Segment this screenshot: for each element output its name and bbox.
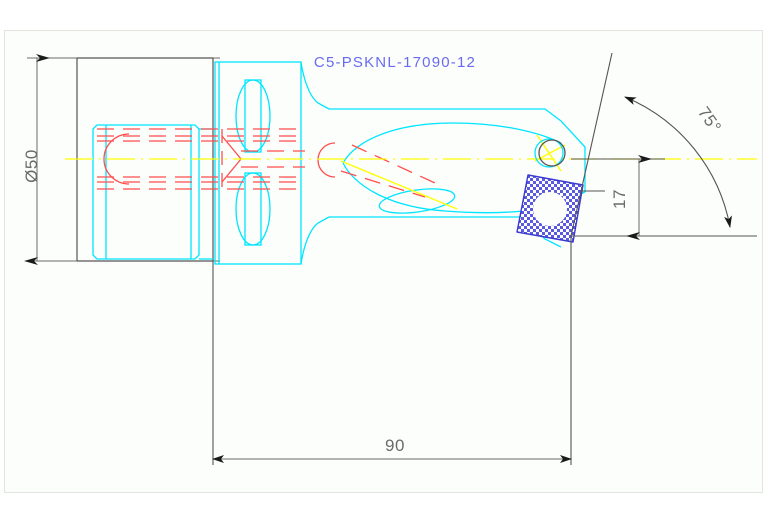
capto-shank [92,124,213,260]
technical-drawing-canvas: Ø50 [22,52,757,465]
projection-lines [212,158,757,465]
dimension-length-90: 90 [212,436,572,463]
dimension-label-angle-75: 75° [694,103,725,136]
axis-centerline [65,134,757,229]
tool-head [329,108,586,248]
dimension-label-height-17: 17 [610,189,629,209]
part-number-label: C5-PSKNL-17090-12 [314,54,476,71]
dimension-label-length-90: 90 [385,436,405,455]
dimension-angle-75 [570,52,732,237]
drawing-frame: Ø50 [4,30,763,493]
clamp-screw-hole [534,138,566,168]
coupling-flange [214,61,330,265]
cutting-insert [516,174,584,243]
coolant-channel [97,128,436,198]
insert-hole [533,192,567,226]
dimension-label-diameter-50: Ø50 [22,149,41,183]
dimension-height-17: 17 [610,155,652,240]
